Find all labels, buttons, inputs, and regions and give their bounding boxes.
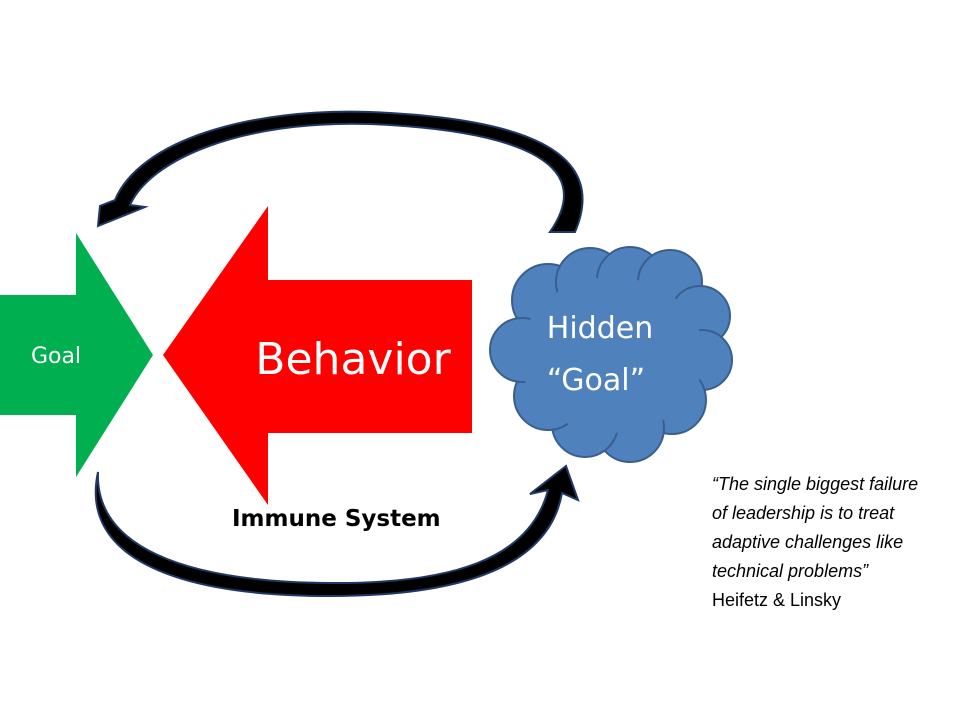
quote-text: “The single biggest failure of leadershi… (712, 474, 919, 581)
quote-author: Heifetz & Linsky (712, 590, 842, 610)
hidden-goal-cloud: Hidden “Goal” (489, 246, 733, 463)
goal-arrow: Goal (0, 233, 153, 477)
behavior-label: Behavior (255, 334, 451, 385)
goal-label: Goal (31, 344, 81, 369)
top-loop-arrow (96, 110, 584, 233)
hidden-goal-line1: Hidden (547, 311, 653, 346)
immune-system-label: Immune System (232, 506, 441, 532)
behavior-arrow: Behavior (163, 206, 472, 505)
leadership-quote: “The single biggest failure of leadershi… (712, 470, 932, 615)
hidden-goal-line2: “Goal” (547, 363, 645, 398)
bottom-loop-arrow (94, 464, 580, 598)
